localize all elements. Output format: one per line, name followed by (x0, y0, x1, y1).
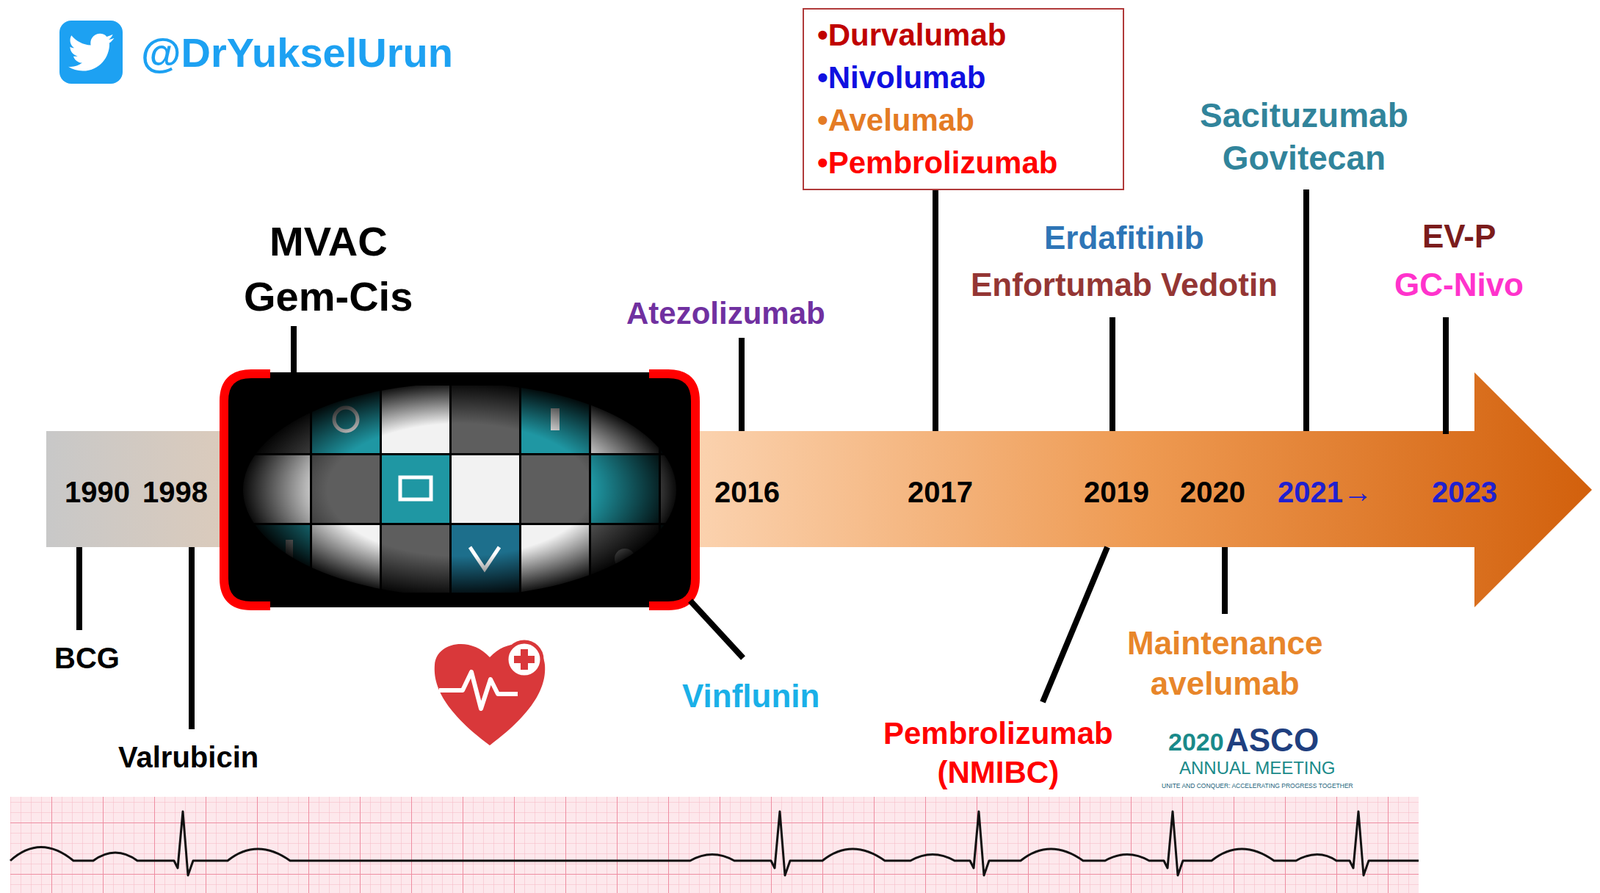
leader-lines (79, 183, 1446, 730)
twitter-logo (59, 20, 123, 84)
heart-icon (434, 641, 545, 746)
timeline-label: Vinflunin (682, 677, 820, 716)
drug-name: •Nivolumab (817, 56, 1107, 100)
timeline-label: Enfortumab Vedotin (970, 265, 1278, 305)
timeline-label: ANNUAL MEETING (1179, 757, 1335, 780)
timeline-label: 2016 (714, 474, 780, 510)
timeline-label: ASCO (1225, 721, 1319, 760)
timeline-label: UNITE AND CONQUER: ACCELERATING PROGRESS… (1161, 782, 1354, 790)
timeline-label: Pembrolizumab (NMIBC) (883, 714, 1114, 792)
timeline-label: 2020 (1168, 726, 1225, 758)
timeline-label: Valrubicin (118, 739, 259, 775)
timeline-label: Gem-Cis (243, 271, 413, 321)
timeline-label: 1990 (64, 474, 130, 510)
chemotherapy-era-panel (222, 372, 729, 608)
timeline-label: EV-P (1422, 217, 1496, 257)
drug-name: •Pembrolizumab (817, 141, 1107, 185)
timeline-label: 2019 (1083, 474, 1150, 510)
timeline-label: Erdafitinib (1044, 218, 1205, 258)
drug-name: •Avelumab (817, 99, 1107, 142)
timeline-label: MVAC (269, 216, 388, 266)
timeline-label: 1998 (142, 474, 208, 510)
timeline-label: Sacituzumab Govitecan (1199, 94, 1409, 180)
early-era-bar (46, 431, 238, 548)
timeline-label: Maintenance avelumab (1127, 622, 1324, 704)
timeline-label: 2020 (1179, 474, 1246, 510)
drug-list-box: •Durvalumab•Nivolumab•Avelumab•Pembroliz… (802, 8, 1125, 191)
timeline-label: 2017 (907, 474, 973, 510)
timeline-label: GC-Nivo (1394, 265, 1524, 305)
timeline-label: 2023 (1431, 474, 1498, 510)
ecg-strip (10, 796, 1419, 893)
timeline-label: @DrYukselUrun (140, 27, 454, 78)
timeline-label: 2021→ (1277, 474, 1373, 510)
timeline-arrow (682, 372, 1592, 608)
timeline-label: BCG (54, 640, 120, 676)
drug-name: •Durvalumab (817, 13, 1107, 57)
timeline-label: Atezolizumab (626, 295, 826, 332)
